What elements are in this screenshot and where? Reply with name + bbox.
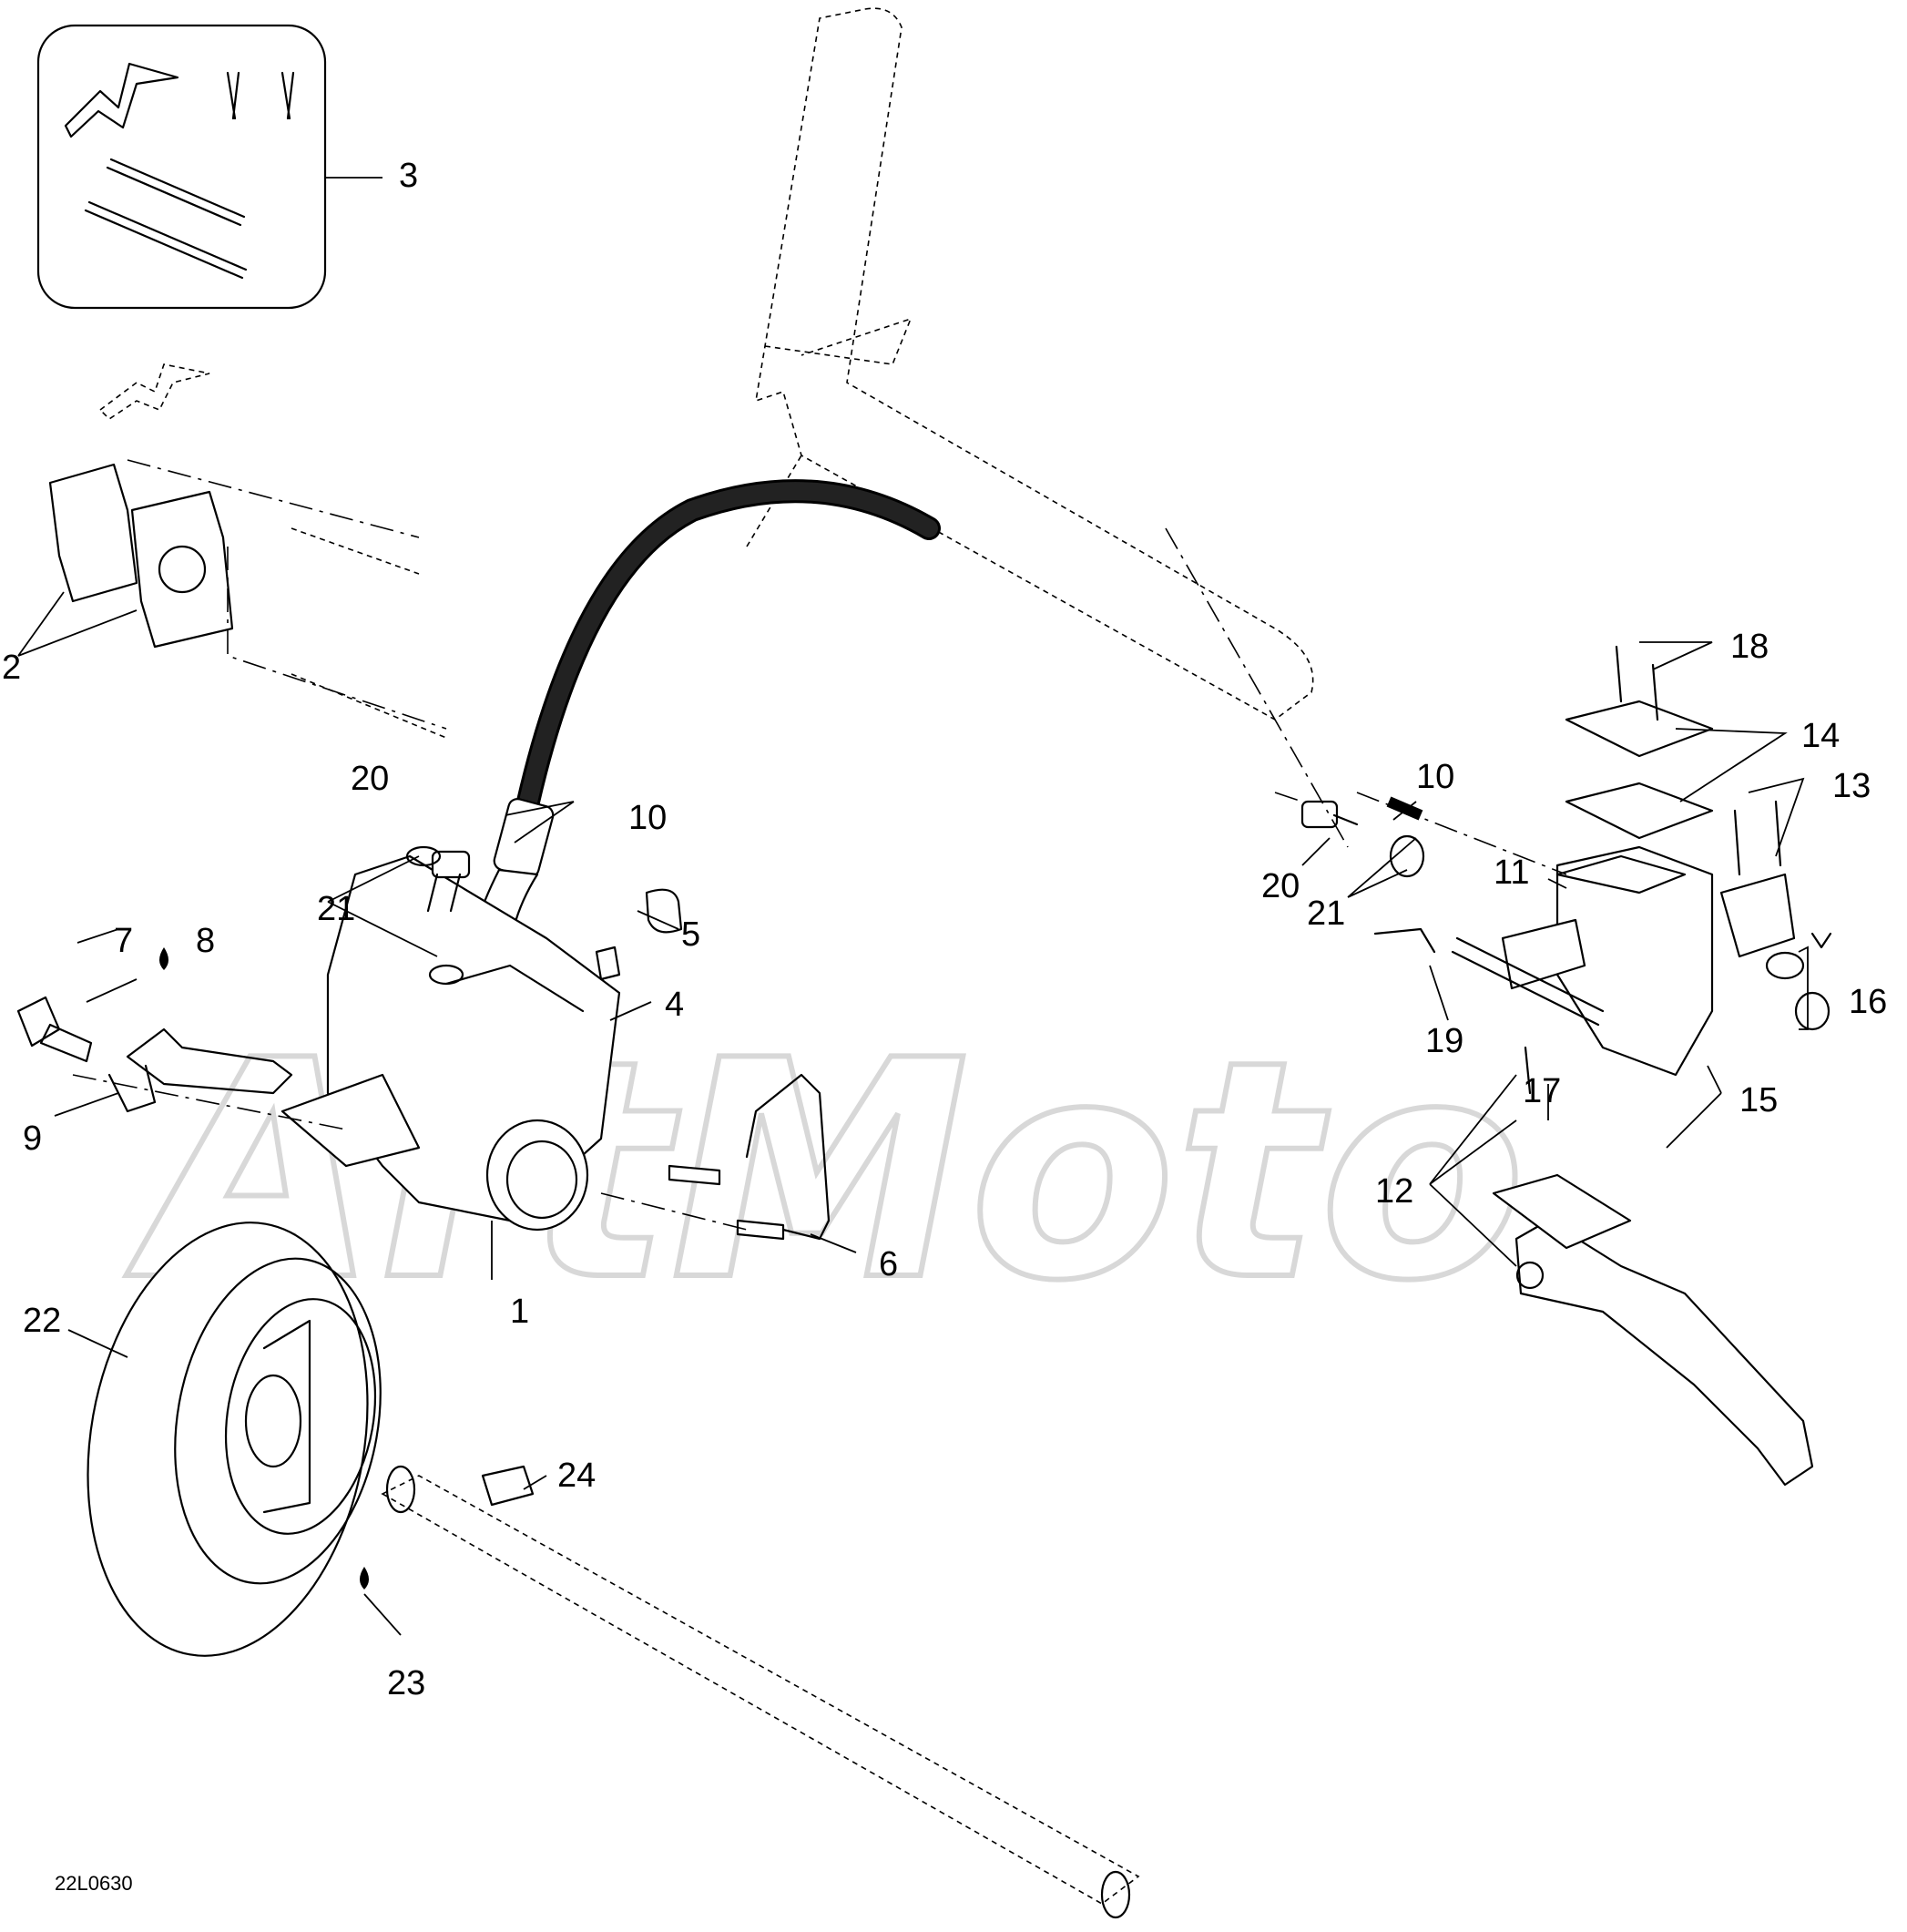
brake-pads	[48, 463, 234, 649]
switch-wire	[1373, 927, 1436, 954]
callout-10-right: 10	[1416, 758, 1454, 796]
callout-21-right: 21	[1307, 894, 1345, 933]
callout-23: 23	[387, 1664, 425, 1702]
bleeder-valve	[595, 888, 683, 981]
callout-15: 15	[1739, 1081, 1778, 1119]
callout-4: 4	[665, 986, 684, 1024]
shaft-key	[481, 1465, 535, 1507]
lever-pivot-parts	[1492, 1046, 1632, 1290]
ghost-spring	[98, 363, 210, 421]
callout-9: 9	[23, 1119, 42, 1158]
axis-line	[127, 459, 420, 538]
reservoir-gaskets	[1565, 700, 1714, 840]
callout-2: 2	[2, 649, 21, 687]
callout-11: 11	[1494, 854, 1529, 892]
callout-14: 14	[1801, 717, 1840, 755]
banjo-bolt-right	[1300, 796, 1425, 878]
grease-drop-icon	[360, 1567, 369, 1590]
brake-lever	[1514, 1219, 1814, 1487]
axis-line	[600, 1192, 748, 1231]
callout-1: 1	[510, 1293, 529, 1331]
brake-caliper	[280, 854, 621, 1232]
callout-7: 7	[114, 922, 133, 960]
grease-drop-icon	[159, 947, 168, 970]
callout-20-left: 20	[351, 760, 389, 798]
leaders	[54, 641, 1809, 1636]
callout-12: 12	[1375, 1172, 1413, 1211]
callout-19: 19	[1425, 1022, 1463, 1060]
clamp	[1719, 800, 1796, 958]
axis-line	[72, 1074, 347, 1130]
ghost-pin	[291, 673, 447, 739]
axis-line	[1165, 527, 1349, 848]
handlebar-ghost	[746, 7, 1314, 721]
brake-hose	[516, 479, 941, 813]
axis-line	[227, 547, 447, 730]
crossover-tube	[668, 1073, 831, 1241]
callout-17: 17	[1523, 1072, 1561, 1110]
brake-shaft	[381, 1465, 1140, 1919]
boot-clip	[1765, 932, 1832, 1031]
callout-8: 8	[196, 922, 215, 960]
drawing-code: 22L0630	[55, 1872, 133, 1895]
callout-3: 3	[399, 157, 418, 195]
brake-disc	[87, 1222, 382, 1657]
axis-line	[1356, 792, 1567, 875]
callout-13: 13	[1832, 767, 1871, 805]
callout-22: 22	[23, 1302, 61, 1340]
callout-6: 6	[879, 1245, 898, 1283]
axis-line	[1274, 792, 1303, 802]
push-rod	[1451, 936, 1605, 1027]
callout-21-left: 21	[317, 890, 355, 928]
callout-18: 18	[1730, 628, 1769, 666]
callout-16: 16	[1849, 983, 1887, 1021]
banjo-bolt-left	[405, 845, 471, 986]
callout-24: 24	[557, 1457, 596, 1495]
master-cylinder	[1501, 845, 1714, 1077]
callout-10-left: 10	[628, 799, 667, 837]
cover-screws	[1615, 645, 1659, 721]
leader-2	[17, 591, 138, 657]
callout-5: 5	[681, 915, 700, 954]
caliper-bolt	[16, 996, 93, 1063]
callout-20-right: 20	[1261, 867, 1300, 905]
ghost-pin	[291, 527, 420, 575]
pad-hardware-kit-box	[36, 24, 327, 310]
